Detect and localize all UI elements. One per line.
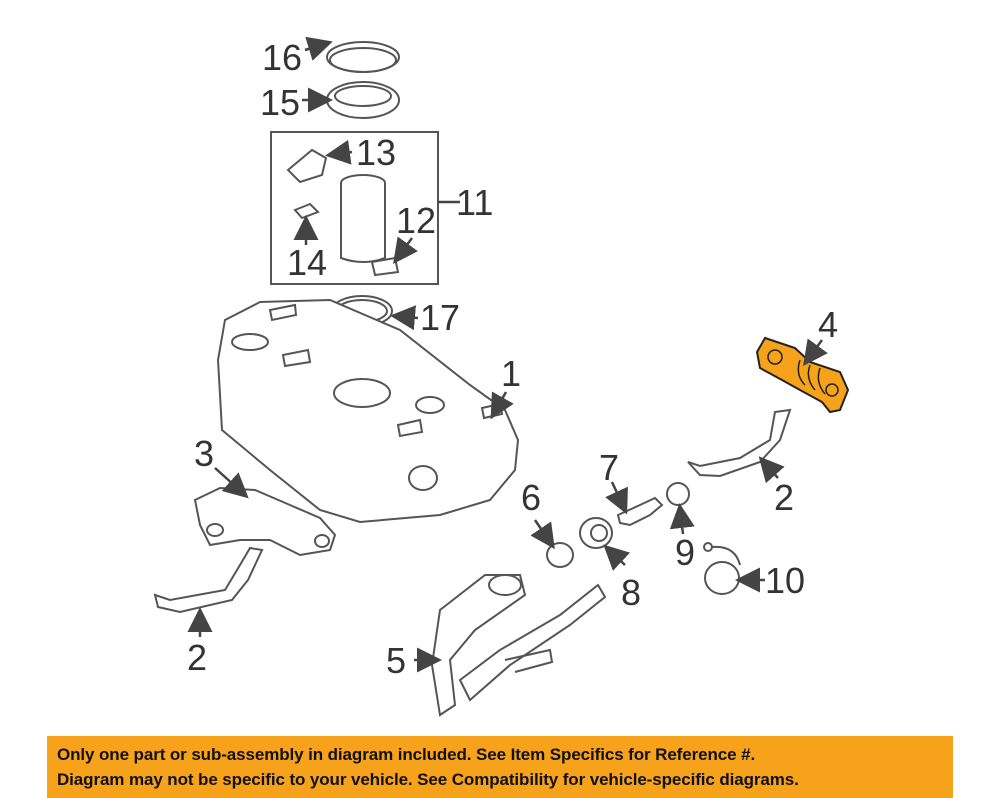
part-11-fuel-pump-assembly-box bbox=[270, 131, 439, 285]
callout-8: 8 bbox=[621, 572, 641, 613]
part-5-filler-pipe bbox=[430, 574, 607, 717]
callout-9: 9 bbox=[675, 532, 695, 573]
callout-arrows bbox=[187, 36, 828, 673]
callout-2-right: 2 bbox=[774, 477, 794, 518]
notice-banner: Only one part or sub-assembly in diagram… bbox=[47, 736, 953, 798]
callout-14: 14 bbox=[287, 242, 327, 283]
part-15-lock-ring bbox=[326, 81, 400, 119]
part-8-grommet bbox=[579, 517, 613, 549]
part-4-heat-shield-highlighted bbox=[755, 336, 850, 414]
callout-17: 17 bbox=[420, 297, 460, 338]
part-7-valve bbox=[616, 496, 664, 527]
callout-5: 5 bbox=[386, 640, 406, 681]
part-2-strap-left bbox=[153, 546, 264, 614]
callout-1: 1 bbox=[501, 353, 521, 394]
callout-3: 3 bbox=[194, 433, 214, 474]
callout-15: 15 bbox=[260, 82, 300, 123]
part-12-fuel-pump bbox=[340, 174, 400, 277]
callout-6: 6 bbox=[521, 477, 541, 518]
callout-11: 11 bbox=[456, 182, 493, 223]
part-16-seal-ring bbox=[326, 41, 400, 73]
part-14-filter bbox=[293, 202, 320, 220]
callout-12: 12 bbox=[396, 200, 436, 241]
part-10-fuel-cap bbox=[703, 542, 741, 595]
callout-7: 7 bbox=[599, 447, 619, 488]
callout-13: 13 bbox=[356, 132, 396, 173]
notice-line-1: Only one part or sub-assembly in diagram… bbox=[57, 745, 756, 764]
part-3-heat-shield bbox=[193, 486, 337, 557]
part-9-o-ring bbox=[666, 482, 690, 506]
notice-line-2: Diagram may not be specific to your vehi… bbox=[57, 770, 799, 789]
callout-16: 16 bbox=[262, 37, 302, 78]
part-6-gasket bbox=[546, 542, 574, 568]
part-2-strap-right bbox=[687, 408, 792, 478]
callout-10: 10 bbox=[765, 560, 805, 601]
part-13-connector bbox=[286, 148, 328, 184]
callout-4: 4 bbox=[818, 304, 838, 345]
callout-2-left: 2 bbox=[187, 637, 207, 678]
part-1-fuel-tank bbox=[216, 298, 520, 524]
